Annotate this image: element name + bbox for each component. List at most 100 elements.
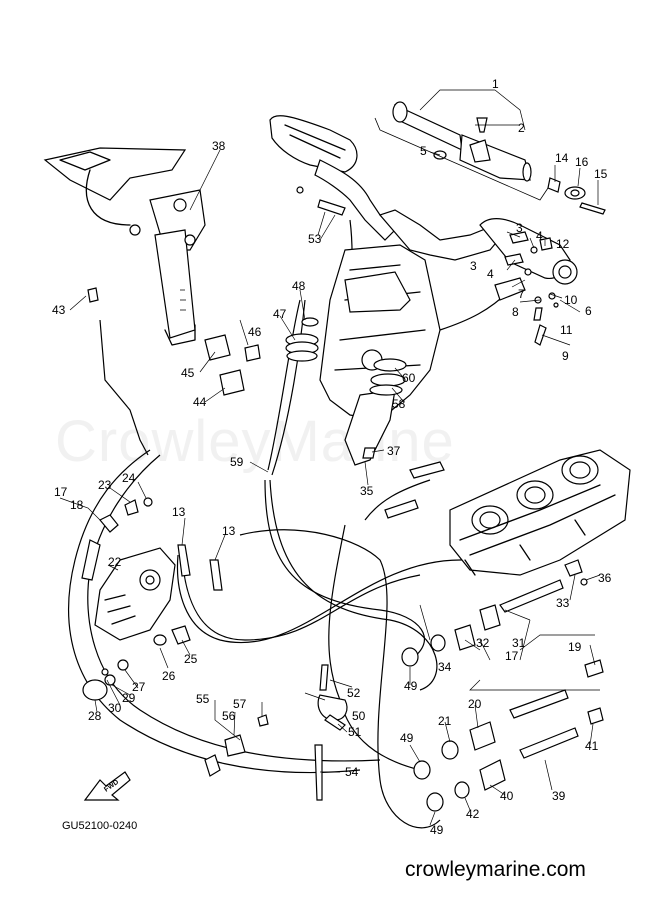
- callout-60: 60: [402, 371, 416, 385]
- callout-26: 26: [162, 669, 176, 683]
- drawing-code: GU52100-0240: [62, 820, 138, 832]
- small-parts: [87, 287, 261, 396]
- callout-22: 22: [108, 555, 122, 569]
- callout-19: 19: [568, 640, 582, 654]
- screw-8: [533, 307, 543, 321]
- callout-10: 10: [564, 293, 578, 307]
- callout-5: 5: [420, 144, 427, 158]
- switch-body: [494, 277, 526, 301]
- callout-56: 56: [222, 709, 236, 723]
- callout-13a: 13: [172, 505, 186, 519]
- callout-15: 15: [594, 167, 608, 181]
- callout-1: 1: [492, 77, 499, 91]
- lever-housing-22: [94, 547, 176, 641]
- callout-3b: 3: [470, 259, 477, 273]
- callout-43: 43: [52, 303, 66, 317]
- callout-14: 14: [555, 151, 569, 165]
- callout-17b: 17: [505, 649, 519, 663]
- callout-23: 23: [98, 478, 112, 492]
- callout-50: 50: [352, 709, 366, 723]
- grommet-49a: [401, 647, 419, 667]
- grommet-49b: [413, 760, 431, 780]
- bolt-15: [579, 202, 606, 215]
- callout-52: 52: [347, 686, 361, 700]
- callout-17a: 17: [54, 485, 68, 499]
- band-52: [319, 664, 329, 691]
- callout-49c: 49: [430, 823, 444, 837]
- guide-44: [219, 369, 245, 396]
- rod-39: [519, 727, 579, 759]
- left-grip: [269, 115, 358, 173]
- callout-4b: 4: [487, 267, 494, 281]
- nut-34: [430, 634, 446, 652]
- lever-18: [99, 514, 119, 533]
- choke-cable-outer: [269, 479, 438, 691]
- cable-end-13b: [209, 559, 223, 591]
- callout-57: 57: [233, 697, 247, 711]
- callout-21: 21: [438, 714, 452, 728]
- throttle-housing: [459, 134, 531, 181]
- callout-3a: 3: [516, 221, 523, 235]
- tie-54: [314, 744, 323, 801]
- switch-56: [224, 734, 246, 757]
- boot-60: [373, 358, 407, 372]
- steering-cable-2: [328, 524, 421, 771]
- boot-58: [370, 373, 406, 387]
- throttle-grip-parts: [374, 101, 606, 215]
- cable-fittings: [362, 447, 604, 812]
- callout-13b: 13: [222, 524, 236, 538]
- callout-28: 28: [88, 709, 102, 723]
- callout-40: 40: [500, 789, 514, 803]
- callout-9: 9: [562, 349, 569, 363]
- handlebar-assembly: [269, 115, 578, 466]
- shift-cable: [68, 449, 361, 774]
- nut-24: [143, 497, 153, 507]
- callout-4a: 4: [536, 229, 543, 243]
- spring-3b: [504, 253, 524, 266]
- fitting-40: [479, 759, 506, 791]
- ring-11: [553, 302, 559, 308]
- handlebar-left: [314, 159, 396, 241]
- callout-27: 27: [132, 680, 146, 694]
- callout-54: 54: [345, 765, 359, 779]
- callout-29: 29: [122, 691, 136, 705]
- screw-9: [534, 324, 547, 346]
- callout-7: 7: [518, 287, 525, 301]
- callout-46: 46: [248, 325, 262, 339]
- clip-36: [580, 578, 588, 586]
- callout-58: 58: [392, 397, 406, 411]
- throttle-lever-assembly: [43, 147, 206, 346]
- cap-28: [82, 679, 108, 701]
- cable-end-13a: [177, 544, 191, 577]
- washer-30: [101, 668, 109, 676]
- screw-57: [257, 714, 269, 727]
- carburetor-assembly: [449, 449, 631, 576]
- bolt-23: [124, 499, 139, 516]
- rod-31: [499, 579, 564, 613]
- fwd-arrow-icon: [83, 771, 131, 801]
- callout-39: 39: [552, 789, 566, 803]
- callout-49b: 49: [400, 731, 414, 745]
- site-url[interactable]: crowleymarine.com: [405, 858, 586, 881]
- bolt-25: [171, 625, 191, 645]
- callout-53: 53: [308, 232, 322, 246]
- callout-59: 59: [230, 455, 244, 469]
- cable-end-carb: [409, 461, 445, 479]
- washer-27: [117, 659, 129, 671]
- collar-14: [547, 177, 561, 193]
- callout-41: 41: [585, 739, 599, 753]
- nut-21: [441, 740, 459, 760]
- callout-55: 55: [196, 692, 210, 706]
- clip-51: [324, 714, 346, 731]
- callout-35: 35: [360, 484, 374, 498]
- callout-25: 25: [184, 652, 198, 666]
- callout-6: 6: [585, 304, 592, 318]
- callout-33: 33: [556, 596, 570, 610]
- cable-end-17: [81, 539, 101, 581]
- callout-16: 16: [575, 155, 589, 169]
- callout-24: 24: [122, 471, 136, 485]
- callout-31: 31: [512, 636, 526, 650]
- end-33: [564, 559, 583, 577]
- callout-20: 20: [468, 697, 482, 711]
- callout-32: 32: [476, 636, 490, 650]
